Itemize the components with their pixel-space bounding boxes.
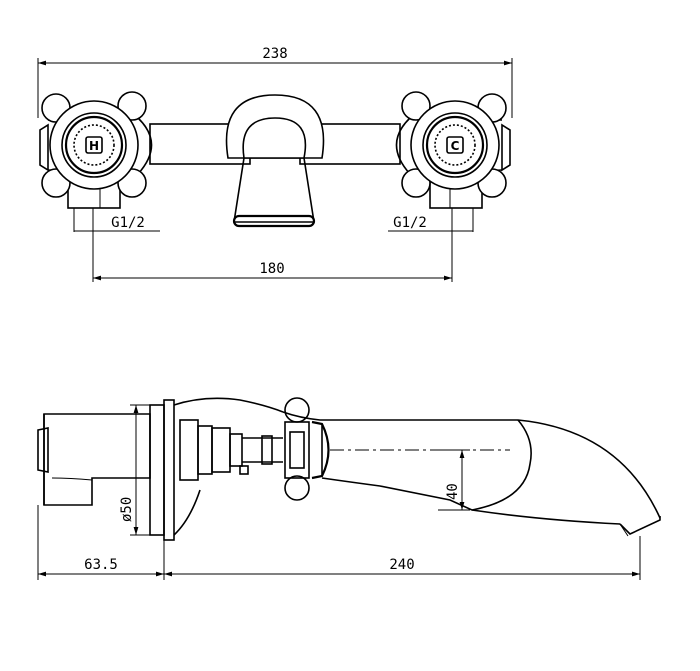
spout-height-dimension: 40 <box>438 449 470 511</box>
left-thread-label: G1/2 <box>111 215 145 231</box>
right-thread-label: G1/2 <box>393 215 427 231</box>
hot-label: H <box>89 139 99 153</box>
overall-width-dimension: 238 <box>37 46 513 118</box>
front-spout <box>225 94 325 228</box>
side-view: ø50 <box>37 397 661 580</box>
spout-height-label: 40 <box>445 483 461 500</box>
hot-cross-handle: H <box>41 91 147 198</box>
left-thread-callout: G1/2 <box>73 208 160 282</box>
right-thread-callout: G1/2 <box>388 208 474 282</box>
front-view: 238 H <box>37 46 513 282</box>
spout-projection-label: 240 <box>389 557 414 573</box>
body-depth-label: 63.5 <box>84 557 118 573</box>
cold-label: C <box>451 139 460 153</box>
centres-label: 180 <box>259 261 284 277</box>
side-spout <box>282 411 661 537</box>
backplate-diameter-label: ø50 <box>119 497 135 522</box>
valve-nut-stack <box>173 397 284 536</box>
backplate: ø50 <box>119 399 175 541</box>
wall-body <box>37 413 151 506</box>
centres-dimension: 180 <box>93 261 452 281</box>
cold-cross-handle: C <box>401 91 507 198</box>
side-cross-handle <box>284 397 330 501</box>
overall-width-label: 238 <box>262 46 287 62</box>
bottom-dimensions: 63.5 240 <box>37 505 641 580</box>
